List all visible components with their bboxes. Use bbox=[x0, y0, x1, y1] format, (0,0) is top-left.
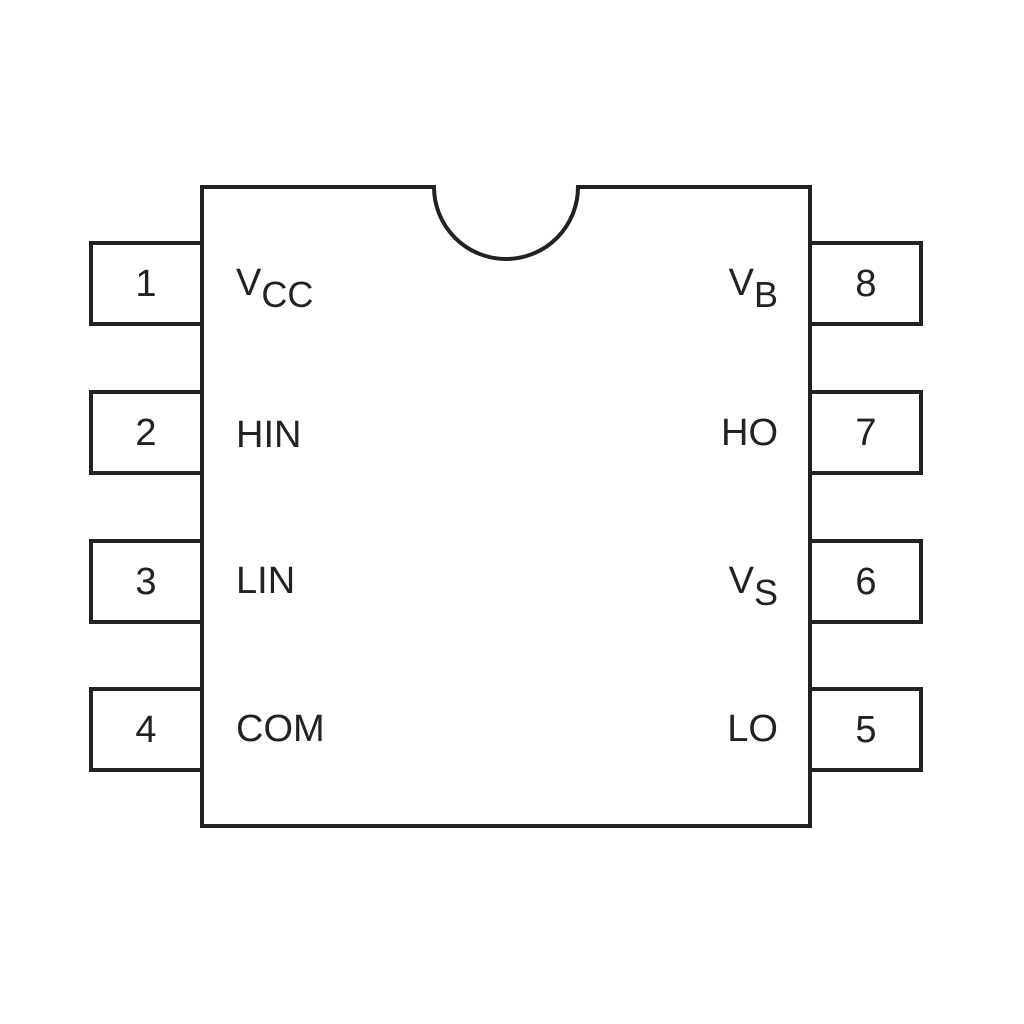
pin-4-number: 4 bbox=[135, 708, 157, 751]
pin-2-label: HIN bbox=[236, 414, 302, 456]
pin-5-number: 5 bbox=[855, 708, 877, 751]
pin-7-number: 7 bbox=[855, 411, 877, 454]
pin-3-label: LIN bbox=[236, 560, 296, 602]
pin-7-label: HO bbox=[721, 412, 778, 454]
pin-2-number: 2 bbox=[135, 411, 157, 454]
pin-5-label: LO bbox=[727, 708, 778, 750]
pin-6-label: VS bbox=[728, 560, 778, 613]
pin-8-label: VB bbox=[728, 262, 778, 315]
pin-6-number: 6 bbox=[855, 560, 877, 603]
pin-4-label: COM bbox=[236, 708, 325, 750]
pin-1-number: 1 bbox=[135, 262, 157, 305]
pin-8-number: 8 bbox=[855, 262, 877, 305]
pin-1-label: VCC bbox=[236, 262, 314, 315]
pin-3-number: 3 bbox=[135, 560, 157, 603]
